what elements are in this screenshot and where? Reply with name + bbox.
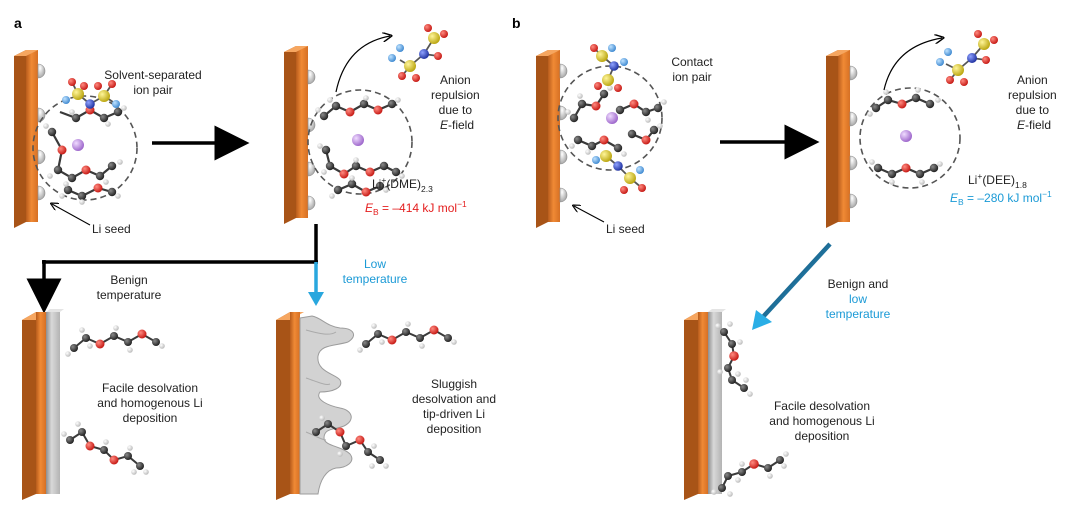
dme-solvent-molecules-a1 [43, 105, 127, 205]
li-electrode-a1 [14, 50, 38, 228]
solvation-complex-label-b: Li+(DEE)1.8 [968, 171, 1027, 190]
tfsi-anion-b1-top [590, 44, 628, 92]
free-dme-molecule-a4 [357, 321, 457, 353]
li-seed-pointer-b [574, 206, 605, 223]
dendritic-li-deposit-a4 [276, 312, 355, 500]
li-seed-bumps-a2 [307, 69, 316, 211]
panel-b-letter: b [512, 15, 521, 31]
branch-arrows-a [26, 224, 324, 314]
li-seed-label-a: Li seed [92, 222, 131, 236]
gradient-process-arrow-b [752, 242, 832, 330]
lithium-ion-b1 [606, 112, 618, 124]
anion-repulsion-label-b: Anion repulsion due to E-field [1008, 73, 1060, 132]
free-dme-molecule-a3-bottom [61, 421, 149, 475]
homogenous-li-deposit-b3 [684, 309, 726, 500]
dee-solvent-molecules-b2 [867, 87, 943, 185]
li-seed-label-b: Li seed [606, 222, 645, 236]
free-dme-molecule-a3-top [65, 325, 165, 357]
solvation-sheath-a2 [307, 89, 413, 195]
anion-repulsion-label-a: Anion repulsion due to E-field [431, 73, 483, 132]
adsorbed-dee-molecule-b3-top [715, 321, 753, 397]
li-electrode-b1 [536, 50, 560, 228]
homogenous-li-deposit-a3 [22, 309, 64, 500]
tfsi-anion-a2 [388, 24, 448, 82]
li-seed-bumps-a1 [37, 63, 46, 201]
lithium-ion-a1 [72, 139, 84, 151]
panel-a-letter: a [14, 15, 22, 31]
adsorbed-dee-molecule-b3-bottom [711, 451, 789, 497]
li-seed-pointer-a [52, 204, 91, 226]
solvation-complex-label-a: Li+(DME)2.3 [372, 175, 433, 194]
li-seed-bumps-b1 [559, 63, 568, 203]
tfsi-anion-a1 [62, 78, 120, 109]
anion-repulsion-arrow-b [883, 38, 942, 91]
dee-solvent-molecules-b1 [565, 85, 667, 157]
lithium-ion-b2 [900, 130, 912, 142]
tfsi-anion-b2 [936, 30, 998, 86]
solvation-sheath-a1 [32, 95, 138, 201]
anion-repulsion-arrow-a [335, 36, 390, 93]
li-electrode-a2 [284, 46, 308, 224]
solvation-sheath-b2 [859, 87, 961, 189]
dme-solvent-molecules-a2 [315, 95, 405, 199]
binding-energy-label-a: EB = –414 kJ mol−1 [365, 199, 467, 217]
li-seed-bumps-b2 [849, 65, 858, 209]
adsorbed-dme-molecule-a4 [312, 415, 389, 469]
tfsi-anion-b1-bottom [592, 150, 646, 194]
li-electrode-b2 [826, 50, 850, 228]
binding-energy-label-b: EB = –280 kJ mol−1 [950, 189, 1052, 207]
lithium-ion-a2 [352, 134, 364, 146]
